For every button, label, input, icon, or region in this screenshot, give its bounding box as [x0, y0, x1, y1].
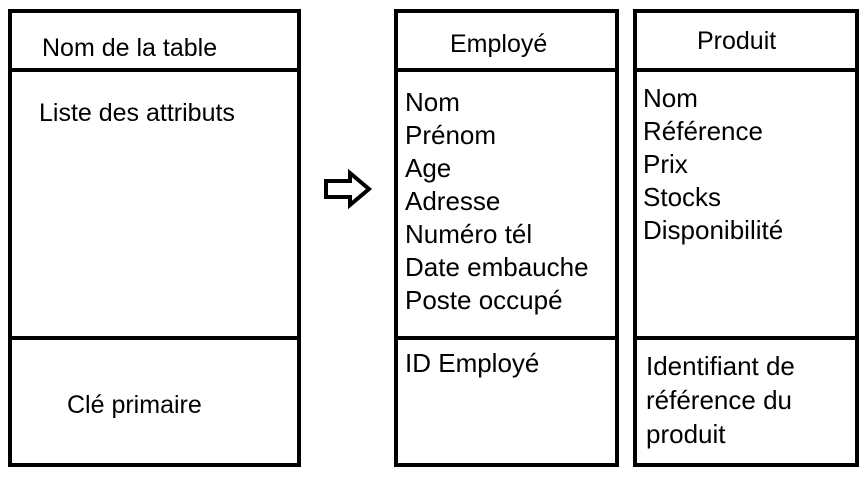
primary-key-line: produit — [646, 419, 726, 449]
attribute-item: Adresse — [405, 186, 501, 216]
table-employe-header-divider — [398, 68, 615, 72]
attribute-item: Numéro tél — [405, 219, 533, 249]
table-employe: Employé Nom Prénom Age Adresse Numéro té… — [394, 9, 619, 467]
template-key-divider — [12, 336, 297, 340]
attribute-item: Poste occupé — [405, 285, 563, 315]
template-table-title: Nom de la table — [42, 34, 218, 62]
table-employe-attributes: Nom Prénom Age Adresse Numéro tél Date e… — [405, 86, 589, 317]
attribute-item: Nom — [643, 83, 698, 113]
template-header-divider — [12, 68, 297, 72]
table-produit: Produit Nom Référence Prix Stocks Dispon… — [633, 9, 859, 467]
template-table: Nom de la table Liste des attributs Clé … — [8, 9, 301, 467]
attribute-item: Disponibilité — [643, 215, 784, 245]
attribute-item: Prix — [643, 149, 688, 179]
table-employe-title: Employé — [450, 30, 548, 58]
template-key-label: Clé primaire — [67, 391, 202, 419]
attribute-item: Nom — [405, 87, 460, 117]
table-produit-attributes: Nom Référence Prix Stocks Disponibilité — [643, 82, 783, 247]
primary-key-line: ID Employé — [405, 348, 540, 378]
table-employe-key-divider — [398, 336, 615, 340]
attribute-item: Référence — [643, 116, 763, 146]
attribute-item: Prénom — [405, 120, 497, 150]
template-attributes-label: Liste des attributs — [39, 99, 235, 127]
primary-key-line: référence du — [646, 385, 792, 415]
attribute-item: Age — [405, 153, 452, 183]
table-employe-primary-key: ID Employé — [405, 346, 539, 380]
table-produit-primary-key: Identifiant de référence du produit — [646, 349, 795, 451]
table-produit-title: Produit — [697, 27, 777, 55]
table-produit-header-divider — [637, 68, 855, 72]
right-arrow-outline-icon — [324, 168, 373, 210]
primary-key-line: Identifiant de — [646, 351, 795, 381]
table-produit-key-divider — [637, 336, 855, 340]
attribute-item: Date embauche — [405, 252, 589, 282]
attribute-item: Stocks — [643, 182, 722, 212]
